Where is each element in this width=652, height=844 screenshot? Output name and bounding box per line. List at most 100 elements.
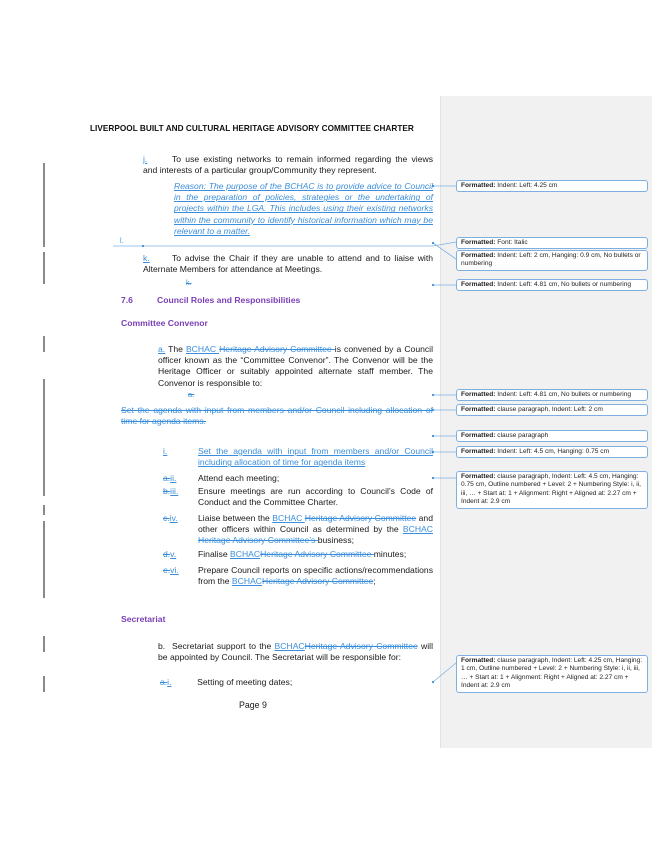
change-bar [43,163,45,247]
convenor-duty-item: c.iv.Liaise between the BCHAC Heritage A… [163,513,433,547]
inserted-text: Set the agenda with input from members a… [198,446,433,468]
balloon-label: Formatted: [461,239,496,246]
convenor-duty-item: d.v. Finalise BCHACHeritage Advisory Comm… [163,549,433,560]
inserted-number: i. [167,677,172,687]
balloon-text: clause paragraph, Indent: Left: 4.5 cm, … [461,473,641,506]
formatting-balloon[interactable]: Formatted: Indent: Left: 4.81 cm, No bul… [456,389,648,402]
balloon-text: Indent: Left: 2 cm, Hanging: 0.9 cm, No … [461,252,641,268]
change-bar [43,336,45,352]
balloon-label: Formatted: [461,182,496,189]
subheading-secretariat: Secretariat [121,614,166,624]
convenor-duty-item: a.ii.Attend each meeting; [163,473,433,484]
balloon-label: Formatted: [461,473,496,480]
item-text: Finalise BCHACHeritage Advisory Committe… [198,549,433,560]
text-run: is convened by a Council officer known a… [158,344,433,388]
inserted-number: v. [170,549,177,559]
change-bar [43,676,45,692]
item-text: Liaise between the BCHAC Heritage Adviso… [198,513,433,547]
deleted-text: Heritage Advisory Committee [219,344,335,354]
section-title: Council Roles and Responsibilities [157,295,301,305]
deleted-text: Heritage Advisory Committee [260,549,374,559]
balloon-text: Font: Italic [497,239,528,246]
item-text: To use existing networks to remain infor… [143,154,433,176]
section-number: 7.6 [121,295,133,305]
inserted-text: BCHAC [402,524,433,535]
balloon-label: Formatted: [461,432,496,439]
balloon-text: Indent: Left: 4.81 cm, No bullets or num… [497,281,632,288]
list-item-j: j.To use existing networks to remain inf… [143,154,433,176]
item-text: Ensure meetings are run according to Cou… [198,486,433,508]
text-run: and other officers within Council as det… [198,513,433,535]
balloon-label: Formatted: [461,281,496,288]
secretariat-item-i: a.i. Setting of meeting dates; [160,677,433,688]
deleted-text: Heritage Advisory Committee [262,576,374,587]
deleted-text: Heritage Advisory Committee’s [198,535,318,546]
inserted-text: BCHAC [185,344,220,354]
formatting-balloon[interactable]: Formatted: clause paragraph, Indent: Lef… [456,404,648,417]
deleted-text: Heritage Advisory Committee [304,513,417,523]
item-number: a. [158,344,166,354]
deleted-number: a. [160,677,168,687]
deleted-list-marker: l. [120,238,124,245]
text-run: ; [373,576,376,587]
change-bar [43,636,45,652]
inserted-number: ii. [170,473,177,483]
page-number: Page 9 [239,700,267,710]
item-number: j. [143,154,148,164]
text-run: The [168,344,186,354]
item-text: Setting of meeting dates; [197,677,293,687]
formatting-balloon[interactable]: Formatted: Indent: Left: 4.5 cm, Hanging… [456,446,648,459]
item-text: To advise the Chair if they are unable t… [143,253,433,275]
balloon-text: Indent: Left: 4.25 cm [497,182,558,189]
list-item-k: k.To advise the Chair if they are unable… [143,253,433,275]
deleted-number: e. [163,565,171,575]
change-bar [43,379,45,496]
formatting-balloon[interactable]: Formatted: clause paragraph, Indent: Lef… [456,655,648,693]
item-text: Attend each meeting; [198,473,433,484]
deleted-agenda-paragraph: Set the agenda with input from members a… [121,405,433,427]
formatting-balloon[interactable]: Formatted: Indent: Left: 4.81 cm, No bul… [456,279,648,292]
convenor-paragraph: a. The BCHAC Heritage Advisory Committee… [158,344,433,389]
balloon-text: Indent: Left: 4.5 cm, Hanging: 0.75 cm [497,448,610,455]
change-bar [43,252,45,284]
formatting-balloon[interactable]: Formatted: clause paragraph, Indent: Lef… [456,471,648,509]
inserted-text: BCHAC [231,576,263,587]
convenor-duty-item: e.vi.Prepare Council reports on specific… [163,565,433,587]
inserted-text: BCHAC [272,513,305,523]
balloon-text: Indent: Left: 4.81 cm, No bullets or num… [497,391,632,398]
text-run: Ensure meetings are run according to Cou… [198,486,433,508]
deleted-number: c. [163,513,170,523]
formatting-balloon[interactable]: Formatted: clause paragraph [456,430,648,443]
deleted-list-marker: a. [188,390,195,399]
text-run: Liaise between the [198,513,273,523]
balloon-label: Formatted: [461,252,496,259]
item-text: Set the agenda with input from members a… [198,446,433,468]
balloon-label: Formatted: [461,448,496,455]
document-header: LIVERPOOL BUILT AND CULTURAL HERITAGE AD… [90,124,414,133]
inserted-reason-paragraph: Reason: The purpose of the BCHAC is to p… [174,181,433,236]
text-run: business; [317,535,355,546]
deleted-number: b. [163,486,171,496]
formatting-balloon[interactable]: Formatted: Font: Italic [456,237,648,250]
balloon-label: Formatted: [461,657,496,664]
balloon-text: clause paragraph, Indent: Left: 4.25 cm,… [461,657,643,690]
markup-pane [440,96,652,748]
item-number: b. [158,641,166,651]
formatting-balloon[interactable]: Formatted: Indent: Left: 4.25 cm [456,180,648,193]
text-run: minutes; [373,549,407,559]
convenor-duty-item: b.iii.Ensure meetings are run according … [163,486,433,508]
convenor-duty-item: i.Set the agenda with input from members… [163,446,433,468]
balloon-label: Formatted: [461,391,496,398]
deleted-text: Heritage Advisory Committee [304,641,418,651]
change-bar [43,505,45,515]
text-run: Finalise [198,549,230,559]
formatting-balloon[interactable]: Formatted: Indent: Left: 2 cm, Hanging: … [456,250,648,271]
deleted-number: d. [163,549,171,559]
text-run: Attend each meeting; [198,473,280,483]
item-number: k. [143,253,150,263]
text-run: Secretariat support to the [172,641,275,651]
text-run: will be appointed by Council. The Secret… [158,641,433,663]
subheading-committee-convenor: Committee Convenor [121,318,208,328]
secretariat-paragraph: b.Secretariat support to the BCHACHerita… [158,641,433,663]
text-run: Prepare Council reports on specific acti… [198,565,433,587]
